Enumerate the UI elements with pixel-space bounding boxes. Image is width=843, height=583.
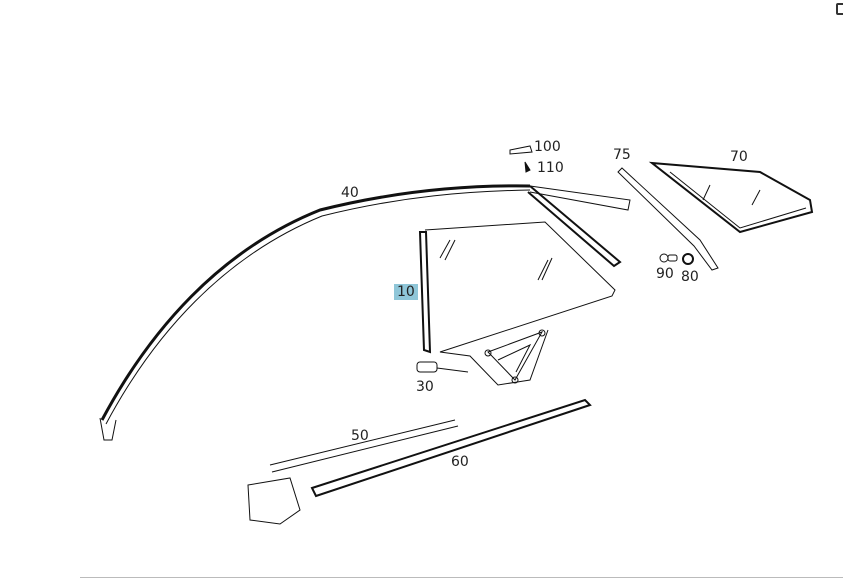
corner-icon[interactable] xyxy=(836,3,843,15)
part-75-trim[interactable] xyxy=(617,167,719,271)
label-75: 75 xyxy=(613,147,631,163)
label-40: 40 xyxy=(341,185,359,201)
part-10-door-glass[interactable] xyxy=(418,221,616,386)
part-80-nut[interactable] xyxy=(682,253,694,265)
part-30-bolt[interactable] xyxy=(416,361,469,373)
label-30: 30 xyxy=(416,379,434,395)
label-70: 70 xyxy=(730,149,748,165)
label-90: 90 xyxy=(656,266,674,282)
label-80: 80 xyxy=(681,269,699,285)
label-100: 100 xyxy=(534,139,561,155)
part-50-seal[interactable] xyxy=(247,419,459,525)
label-10-highlighted[interactable]: 10 xyxy=(394,284,418,300)
bottom-divider xyxy=(80,577,843,578)
part-40-roof-rail[interactable] xyxy=(99,184,631,441)
label-110: 110 xyxy=(537,160,564,176)
part-90-clip[interactable] xyxy=(659,253,678,263)
part-100-clip[interactable] xyxy=(509,145,533,155)
part-70-quarter-glass[interactable] xyxy=(648,161,814,234)
label-50: 50 xyxy=(351,428,369,444)
part-110-screw[interactable] xyxy=(524,161,531,173)
part-60-molding[interactable] xyxy=(310,398,592,498)
label-60: 60 xyxy=(451,454,469,470)
